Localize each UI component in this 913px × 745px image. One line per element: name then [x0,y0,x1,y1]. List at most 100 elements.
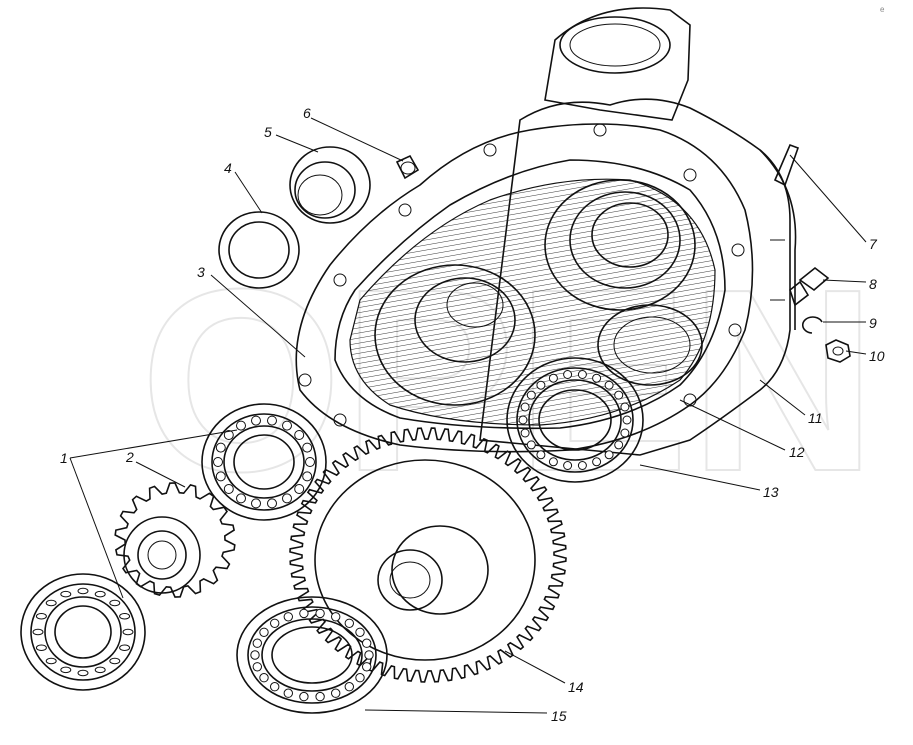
leader-6 [310,117,404,162]
bearing-ball [270,682,280,692]
bearing-ball [355,673,365,683]
bearing-ball [223,484,234,494]
bearing-ball [536,450,546,460]
leader-1a [69,429,238,459]
bearing-ball [520,428,530,438]
bearing-ball [215,442,226,453]
bearing-ball [622,415,632,425]
callout-9: 9 [869,315,877,331]
bearing-ball [251,498,261,509]
leader-15 [364,709,548,714]
ring-4 [218,211,300,289]
callout-6: 6 [303,105,311,121]
callout-5: 5 [264,124,272,140]
bearing-ball [223,430,234,440]
leader-11 [759,379,806,416]
bearing-ball [526,390,536,400]
bearing-ball [302,442,313,453]
bearing-ball [252,662,262,672]
bearing-ball [77,669,89,677]
bearing-ball [259,627,269,637]
bearing-ball [267,498,277,509]
bearing-ball [252,638,262,648]
leader-3 [210,274,306,358]
bearing-ball [109,657,121,665]
bearing-ball [604,380,614,390]
bearing-ball [215,471,226,482]
bearing-ball [94,666,106,674]
callout-12: 12 [789,444,805,460]
callout-13: 13 [763,484,779,500]
bearing-ball [32,628,44,636]
bearing-ball [548,373,558,383]
leader-2 [135,461,186,488]
bearing-ball [362,638,372,648]
callout-2: 2 [125,449,134,465]
bearing-ball [592,457,602,467]
sleeve-5 [289,146,371,224]
bearing-ball [45,599,57,607]
bearing-ball [536,380,546,390]
bearing-ball [35,613,47,620]
bearing-ball [614,440,624,450]
bearing-ball [236,420,246,431]
bearing-ball [294,484,305,494]
bearing-ball [267,415,277,426]
bearing-ball [364,650,374,660]
bearing-ball [305,457,315,467]
bearing-ball [315,691,325,702]
bearing-ball [299,608,309,619]
bearing-ball [213,457,223,467]
bearing-ball [122,628,134,636]
leader-10 [845,350,867,355]
leader-4 [234,171,263,214]
bearing-ball [94,590,106,598]
bearing-ball [283,612,293,622]
bearing-13 [506,357,644,483]
leader-lines [69,117,867,714]
bearing-15 [236,596,388,714]
bearing-ball [563,461,573,470]
gear-housing [479,7,800,456]
callout-4: 4 [224,160,232,176]
bearing-ball [251,415,261,426]
bearing-ball [355,627,365,637]
bearing-ball [119,613,131,620]
bearing-ball [614,390,624,400]
bolt-8 [789,266,830,307]
bearing-1-upper [201,403,327,521]
bearing-ball [592,373,602,383]
bearing-ball [119,644,131,651]
bearing-ball [331,612,341,622]
bearing-ball [577,461,587,470]
bearing-ball [518,415,528,425]
leader-13 [639,464,761,491]
leader-7 [789,154,867,243]
corner-mark: e [880,5,885,14]
callout-1: 1 [60,450,68,466]
bearing-ball [259,673,269,683]
bearing-ball [620,402,630,412]
bearing-ball [577,370,587,379]
bearing-ball [45,657,57,665]
bearing-ball [620,428,630,438]
nut-10 [825,339,851,363]
bearing-ball [604,450,614,460]
bearing-ball [283,688,293,698]
lock-washer-9 [801,316,823,334]
leader-5 [275,134,319,153]
bearing-ball [315,608,325,619]
callout-3: 3 [197,264,205,280]
bearing-ball [563,370,573,379]
callout-10: 10 [869,348,885,364]
callout-7: 7 [869,236,878,252]
bearing-ball [270,618,280,628]
bearing-ball [60,590,72,598]
bearing-ball [236,493,246,504]
bearing-ball [331,688,341,698]
callout-14: 14 [568,679,584,695]
plug-6 [395,154,420,180]
bearing-ball [299,691,309,702]
bearing-ball [344,682,354,692]
